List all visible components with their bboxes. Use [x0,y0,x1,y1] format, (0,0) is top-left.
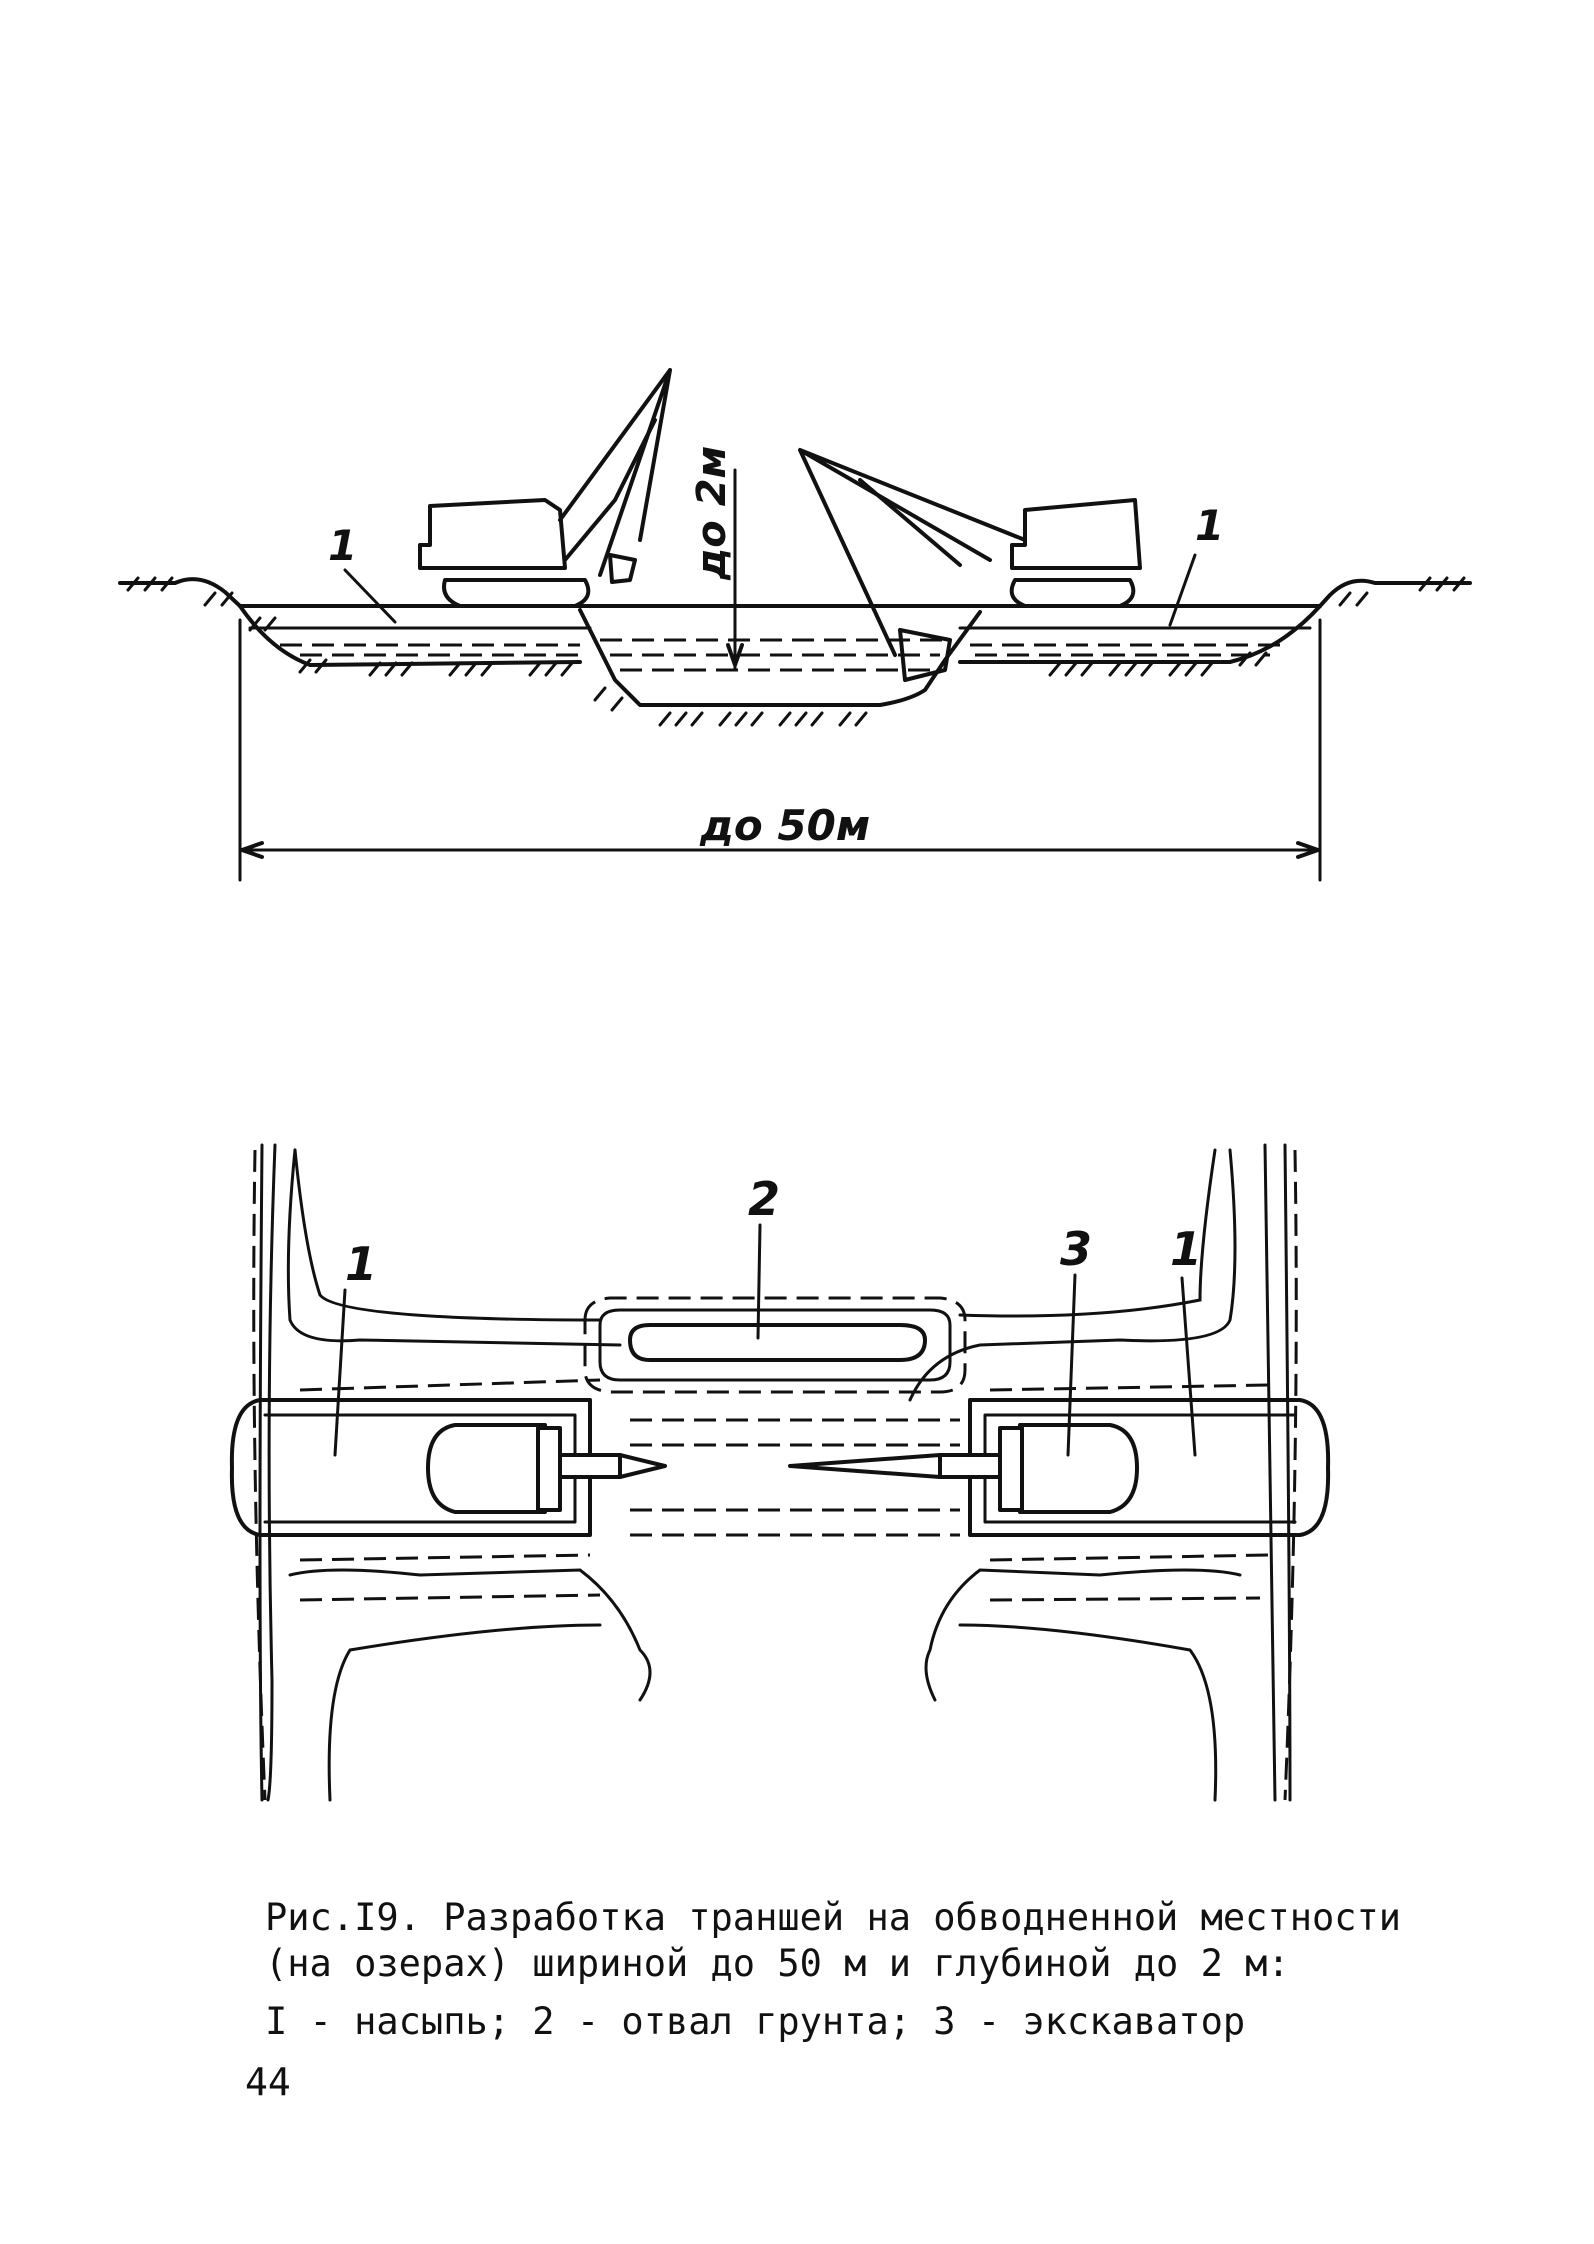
contours-left-dashed [252,1149,601,1801]
embankment-left [229,1398,592,1537]
trench-outline [630,1418,960,1537]
plan-leader-right [1180,1276,1197,1457]
excavator-plan-right [788,1423,1139,1514]
page-number: 44 [245,2060,291,2104]
width-dimension-arrow-right [1296,841,1320,859]
ground-surface-left [118,577,242,608]
plan-leader-spoil [756,1223,762,1340]
water-dashes-left [280,643,580,657]
contours-right [908,1143,1292,1802]
embankment-right [968,1398,1331,1537]
figure-caption: Рис.I9. Разработка траншей на обводненно… [265,1895,1402,2045]
ground-surface-right [1318,578,1472,608]
plan-label-embankment-left: 1 [345,1237,377,1291]
excavator-left [418,368,672,608]
caption-line-1: Рис.I9. Разработка траншей на обводненно… [265,1896,1402,1939]
trench-profile [578,608,982,707]
excavator-left-cab [418,498,567,570]
trench-hatch [593,686,868,727]
leader-right [1168,553,1197,627]
width-dimension-arrow-left [240,841,264,859]
excavator-right-bucket [898,628,952,682]
contours-right-dashed [989,1149,1298,1801]
plan-label-embankment-right: 1 [1170,1222,1202,1276]
excavator-left-tracks [442,578,591,608]
section-label-embankment-right: 1 [1195,501,1224,550]
caption-line-2: (на озерах) шириной до 50 м и глубиной д… [265,1942,1290,1985]
caption-legend: I - насыпь; 2 - отвал грунта; 3 - экскав… [265,2000,1246,2043]
excavator-plan-left [426,1423,667,1514]
excavator-right-cab [1010,498,1142,570]
plan-leader-left [333,1288,347,1457]
ground-hatch-right [1048,576,1466,677]
width-dimension-label: до 50м [699,801,870,850]
excavator-right [798,448,1142,682]
plan-label-excavator: 3 [1060,1222,1092,1276]
excavator-right-boom [798,448,1027,657]
leader-left [343,568,397,624]
plan-label-spoil: 2 [748,1172,780,1226]
excavator-right-tracks [1009,578,1136,608]
plan-view: 1 2 3 1 [229,1143,1331,1802]
spoil-pile [583,1296,967,1394]
excavator-left-bucket [608,553,637,584]
cross-section-view: до 2м до 50м 1 1 [118,368,1472,882]
excavator-right-jib [858,478,962,567]
plan-leader-excavator [1066,1273,1077,1457]
trench-water-dashes [600,638,950,672]
water-dashes-right [970,643,1290,657]
excavator-left-boom [558,368,672,577]
depth-dimension-arrow [726,643,744,667]
contours-left [258,1143,652,1802]
excavator-left-jib [563,418,657,562]
section-label-embankment-left: 1 [328,521,357,570]
lake-bed-left [238,604,582,667]
depth-dimension-label: до 2м [689,446,735,581]
